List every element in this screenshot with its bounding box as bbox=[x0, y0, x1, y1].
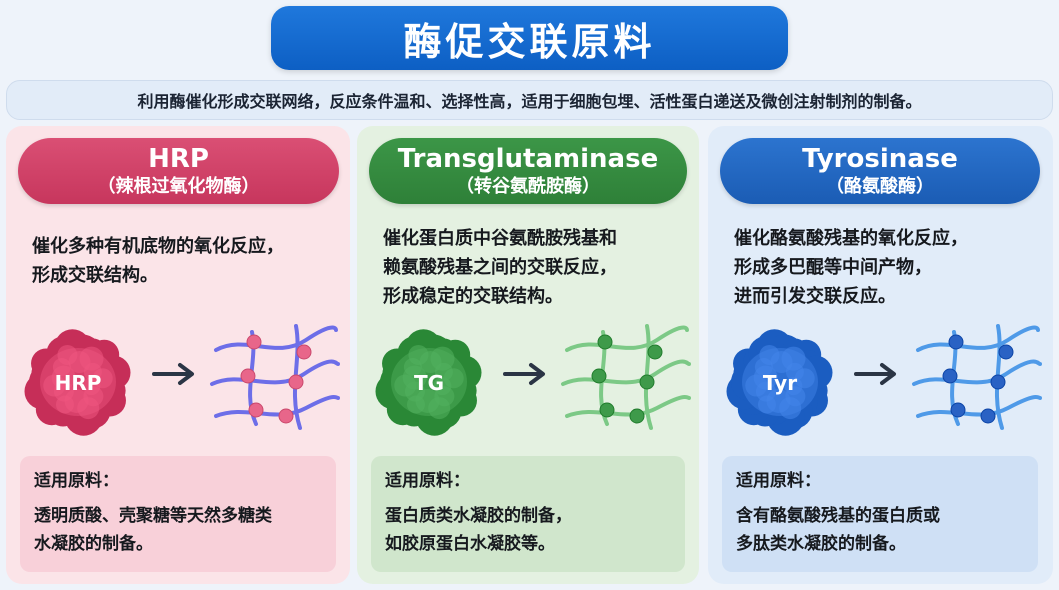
desc-line: 赖氨酸残基之间的交联反应， bbox=[383, 257, 617, 278]
materials-line: 如胶原蛋白水凝胶等。 bbox=[385, 534, 555, 554]
panel-hrp: HRP （辣根过氧化物酶） 催化多种有机底物的氧化反应， 形成交联结构。 HRP… bbox=[6, 126, 350, 584]
page-title: 酶促交联原料 bbox=[271, 6, 788, 70]
materials-line: 多肽类水凝胶的制备。 bbox=[736, 534, 906, 554]
materials-line: 含有酪氨酸残基的蛋白质或 bbox=[736, 506, 940, 526]
enzyme-cn-name: （转谷氨酰胺酶） bbox=[456, 176, 600, 197]
crosslink-diagram: TG bbox=[375, 324, 691, 436]
crosslink-diagram: Tyr bbox=[726, 324, 1042, 436]
materials-title: 适用原料： bbox=[34, 471, 119, 491]
materials-box: 适用原料： 透明质酸、壳聚糖等天然多糖类 水凝胶的制备。 bbox=[20, 456, 336, 572]
crosslink-network-icon bbox=[561, 324, 691, 430]
arrow-right-icon bbox=[854, 363, 896, 385]
desc-line: 催化蛋白质中谷氨酰胺残基和 bbox=[383, 228, 617, 249]
crosslink-network-icon bbox=[210, 324, 340, 430]
arrow-right-icon bbox=[152, 363, 194, 385]
enzyme-blob-icon bbox=[726, 329, 833, 436]
enzyme-name: Transglutaminase bbox=[397, 144, 659, 174]
enzyme-blob-label: HRP bbox=[55, 371, 102, 395]
panel-tyrosinase: Tyrosinase （酪氨酸酶） 催化酪氨酸残基的氧化反应， 形成多巴醌等中间… bbox=[708, 126, 1053, 584]
enzyme-description: 催化蛋白质中谷氨酰胺残基和 赖氨酸残基之间的交联反应， 形成稳定的交联结构。 bbox=[383, 224, 683, 311]
enzyme-cn-name: （酪氨酸酶） bbox=[826, 176, 934, 197]
desc-line: 催化酪氨酸残基的氧化反应， bbox=[734, 228, 968, 249]
enzyme-cn-name: （辣根过氧化物酶） bbox=[97, 176, 260, 197]
materials-box: 适用原料： 蛋白质类水凝胶的制备， 如胶原蛋白水凝胶等。 bbox=[371, 456, 685, 572]
desc-line: 形成交联结构。 bbox=[32, 265, 158, 286]
subtitle-text: 利用酶催化形成交联网络，反应条件温和、选择性高，适用于细胞包埋、活性蛋白递送及微… bbox=[137, 92, 922, 111]
materials-line: 透明质酸、壳聚糖等天然多糖类 bbox=[34, 506, 272, 526]
enzyme-blob-label: TG bbox=[414, 371, 444, 395]
materials-box: 适用原料： 含有酪氨酸残基的蛋白质或 多肽类水凝胶的制备。 bbox=[722, 456, 1038, 572]
enzyme-header-pill: Transglutaminase （转谷氨酰胺酶） bbox=[369, 138, 687, 204]
enzyme-header-pill: HRP （辣根过氧化物酶） bbox=[18, 138, 339, 204]
materials-line: 蛋白质类水凝胶的制备， bbox=[385, 506, 572, 526]
desc-line: 形成多巴醌等中间产物， bbox=[734, 257, 932, 278]
enzyme-name: HRP bbox=[148, 144, 209, 174]
arrow-right-icon bbox=[503, 363, 545, 385]
enzyme-name: Tyrosinase bbox=[802, 144, 958, 174]
crosslink-diagram: HRP bbox=[24, 324, 340, 436]
enzyme-header-pill: Tyrosinase （酪氨酸酶） bbox=[720, 138, 1040, 204]
enzyme-description: 催化多种有机底物的氧化反应， 形成交联结构。 bbox=[32, 232, 334, 290]
enzyme-description: 催化酪氨酸残基的氧化反应， 形成多巴醌等中间产物， 进而引发交联反应。 bbox=[734, 224, 1037, 311]
panel-transglutaminase: Transglutaminase （转谷氨酰胺酶） 催化蛋白质中谷氨酰胺残基和 … bbox=[357, 126, 699, 584]
subtitle-bar: 利用酶催化形成交联网络，反应条件温和、选择性高，适用于细胞包埋、活性蛋白递送及微… bbox=[6, 80, 1053, 120]
crosslink-network-icon bbox=[912, 324, 1042, 430]
desc-line: 进而引发交联反应。 bbox=[734, 286, 896, 307]
desc-line: 形成稳定的交联结构。 bbox=[383, 286, 563, 307]
enzyme-blob-icon bbox=[375, 329, 482, 436]
materials-line: 水凝胶的制备。 bbox=[34, 534, 153, 554]
enzyme-blob-icon bbox=[24, 329, 131, 436]
materials-title: 适用原料： bbox=[385, 471, 470, 491]
enzyme-blob-label: Tyr bbox=[763, 371, 797, 395]
materials-title: 适用原料： bbox=[736, 471, 821, 491]
desc-line: 催化多种有机底物的氧化反应， bbox=[32, 236, 284, 257]
